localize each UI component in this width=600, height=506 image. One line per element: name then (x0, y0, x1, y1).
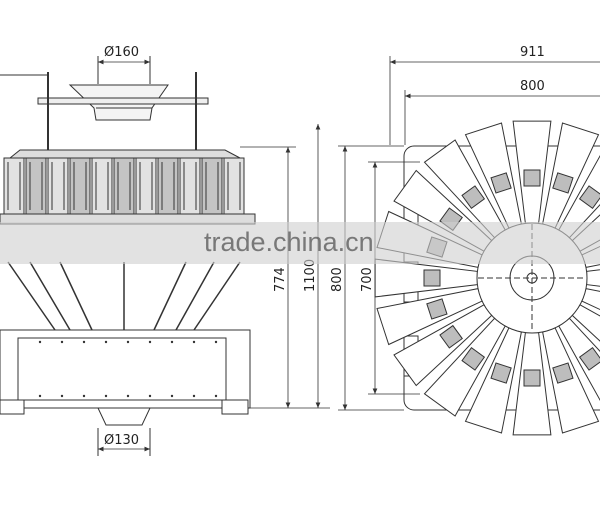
bolt (82, 340, 86, 344)
discharge-chute (97, 407, 151, 426)
bolt (38, 340, 42, 344)
upper-ring (8, 149, 241, 159)
hopper-row (3, 157, 245, 215)
label-width-inner: 800 (520, 79, 545, 94)
bolt (126, 394, 130, 398)
hopper-top (578, 185, 600, 209)
leg (7, 261, 56, 331)
watermark-text: trade.china.cn (204, 227, 374, 257)
dimension-height-upper (240, 146, 296, 408)
hopper (201, 157, 223, 215)
hopper (179, 157, 201, 215)
hopper-top (523, 169, 541, 187)
hopper-top (523, 369, 541, 387)
hopper-top (461, 185, 486, 209)
side-view (0, 56, 256, 456)
hopper (223, 157, 245, 215)
hopper-top (439, 324, 463, 349)
label-top-diameter: Ø160 (104, 45, 139, 60)
bolt (214, 394, 218, 398)
support-legs (7, 261, 241, 331)
bolt (60, 394, 64, 398)
hopper (25, 157, 47, 215)
hopper (69, 157, 91, 215)
leg (29, 261, 71, 331)
leg (193, 261, 241, 331)
bolt (126, 340, 130, 344)
hopper-top (552, 172, 574, 194)
label-width-outer: 911 (520, 45, 545, 60)
dimension-width-outer (389, 56, 600, 145)
hopper (3, 157, 25, 215)
bolt (38, 394, 42, 398)
leg (59, 261, 93, 331)
hopper (135, 157, 157, 215)
hopper-top (426, 298, 448, 320)
bolt (170, 394, 174, 398)
dimension-width-inner (404, 90, 600, 145)
bolt (170, 340, 174, 344)
label-height-total: 1100 (303, 259, 318, 292)
dimension-depth-inner (368, 161, 420, 395)
hopper (113, 157, 135, 215)
leg (175, 261, 215, 331)
hopper-top (490, 362, 512, 384)
hopper-top (490, 172, 512, 194)
hopper-top (423, 269, 441, 287)
top-frame-bar (37, 97, 209, 105)
base-panel (17, 337, 227, 401)
bolt (192, 340, 196, 344)
watermark-band (0, 222, 600, 264)
hopper (47, 157, 69, 215)
bolt (104, 340, 108, 344)
hopper-top (461, 347, 486, 371)
bolt (82, 394, 86, 398)
dimension-height-total (250, 124, 330, 409)
hopper-top (578, 347, 600, 371)
top-view (374, 120, 600, 436)
bolt (192, 394, 196, 398)
hopper-top (552, 362, 574, 384)
bolt (214, 340, 218, 344)
base-bolts (38, 340, 218, 398)
bolt (148, 394, 152, 398)
dimension-depth-outer (338, 145, 404, 411)
label-depth-outer: 800 (330, 267, 345, 292)
label-height-upper: 774 (273, 267, 288, 292)
hopper (91, 157, 113, 215)
label-depth-inner: 700 (360, 267, 375, 292)
label-bottom-diameter: Ø130 (104, 433, 139, 448)
bolt (60, 340, 64, 344)
hopper (157, 157, 179, 215)
bolt (148, 340, 152, 344)
bolt (104, 394, 108, 398)
leg (153, 261, 187, 331)
